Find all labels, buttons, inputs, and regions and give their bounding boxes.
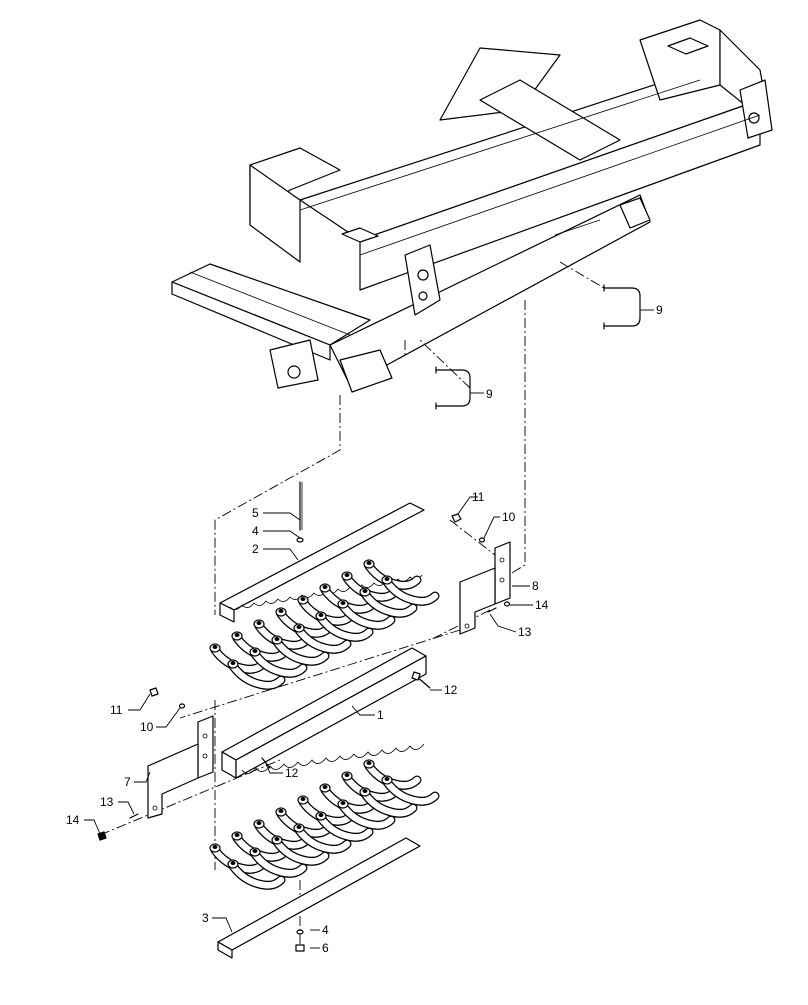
callout-13-left: 13 — [100, 795, 114, 809]
callout-6: 6 — [322, 941, 329, 955]
callout-labels: 9 9 5 4 2 11 10 8 14 13 12 1 11 10 12 7 … — [66, 303, 663, 955]
hose-fitting — [381, 775, 440, 806]
hose-fitting — [381, 575, 440, 606]
callout-11-left: 11 — [110, 703, 123, 717]
callout-5: 5 — [252, 506, 259, 520]
hose-fitting — [227, 859, 286, 890]
callout-4-upper: 4 — [252, 524, 259, 538]
callout-12-left: 12 — [285, 766, 299, 780]
callout-8: 8 — [532, 579, 539, 593]
callout-13-right: 13 — [518, 625, 532, 639]
hose-fitting — [337, 799, 396, 830]
hose-fitting — [231, 631, 290, 662]
hose-fitting — [337, 599, 396, 630]
hose-fitting — [359, 787, 418, 818]
bolt-item-6 — [295, 944, 305, 952]
hose-fitting — [315, 811, 374, 842]
callout-9-upper: 9 — [656, 303, 663, 317]
assembly-lines — [99, 261, 605, 950]
frame-assembly — [171, 19, 773, 393]
hose-fitting — [249, 647, 308, 678]
hose-fitting — [253, 619, 312, 650]
hose-fitting — [209, 843, 268, 874]
hose-fitting — [293, 623, 352, 654]
nut-item-4-upper — [296, 537, 304, 543]
bracket-item-7 — [147, 715, 214, 819]
hose-fitting — [359, 587, 418, 618]
hose-fitting — [363, 559, 422, 590]
callout-14-left: 14 — [66, 813, 80, 827]
bar-item-1 — [221, 647, 427, 779]
nut-item-11-right — [451, 513, 462, 523]
hose-fitting — [319, 783, 378, 814]
callout-7: 7 — [124, 775, 131, 789]
hose-fitting — [271, 835, 330, 866]
nut-item-4-lower — [296, 929, 304, 935]
leader-lines — [84, 309, 654, 949]
bolt-item-12-right — [411, 671, 431, 689]
hose-fitting — [297, 795, 356, 826]
nut-item-11-left — [149, 687, 159, 697]
hose-fitting — [227, 659, 286, 690]
hose-fitting — [271, 635, 330, 666]
bolt-item-13-right — [487, 607, 497, 613]
bar-item-3 — [217, 837, 421, 959]
hose-fitting — [319, 583, 378, 614]
hose-bundle-lower — [209, 759, 440, 890]
stud-item-5 — [299, 481, 303, 531]
hose-fitting — [341, 771, 400, 802]
callout-10-right: 10 — [502, 510, 516, 524]
callout-1: 1 — [377, 708, 384, 722]
u-bolt-lower — [435, 366, 471, 410]
hose-fitting — [297, 595, 356, 626]
hose-fitting — [231, 831, 290, 862]
bracket-item-8 — [459, 541, 511, 635]
callout-2: 2 — [252, 542, 259, 556]
washer-item-10-left — [178, 703, 186, 709]
callout-10-left: 10 — [140, 720, 154, 734]
callout-12-right: 12 — [444, 683, 458, 697]
hose-fitting — [249, 847, 308, 878]
hose-fitting — [363, 759, 422, 790]
hose-fitting — [293, 823, 352, 854]
washer-item-10-right — [478, 537, 486, 543]
bar-item-2 — [219, 502, 425, 623]
hose-fitting — [315, 611, 374, 642]
bolt-item-12-left — [261, 757, 271, 769]
hose-fitting — [341, 571, 400, 602]
callout-11-right: 11 — [472, 490, 485, 504]
callout-9-lower: 9 — [486, 387, 493, 401]
hose-fitting — [209, 643, 268, 674]
hose-fitting — [275, 807, 334, 838]
callout-14-right: 14 — [535, 598, 549, 612]
washer-item-14-right — [503, 601, 511, 607]
callout-3: 3 — [202, 911, 209, 925]
hose-bundle-upper — [209, 559, 440, 690]
callout-4-lower: 4 — [322, 923, 329, 937]
hose-fitting — [275, 607, 334, 638]
hose-fitting — [253, 819, 312, 850]
u-bolt-upper — [603, 284, 641, 330]
bolt-item-13-left — [129, 813, 139, 819]
